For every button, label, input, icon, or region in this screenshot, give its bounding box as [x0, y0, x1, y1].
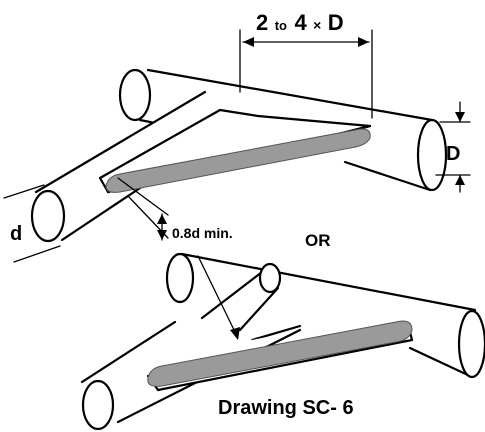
dimension-d: [3, 184, 61, 263]
weld-bead-top: [105, 128, 371, 193]
caption: Drawing SC- 6: [218, 397, 354, 419]
dimension-top-label: 2 to 4 × D: [256, 10, 344, 35]
branch-tube-bottom-upper: [200, 262, 290, 350]
dimension-2-to-4D: [239, 29, 373, 119]
label-weld-min: 0.8d min.: [172, 225, 233, 241]
label-or: OR: [305, 231, 331, 250]
dimension-D: [435, 101, 471, 193]
weld-bead-bottom: [147, 320, 413, 387]
top-assembly: 2 to 4 × D D d 0.8d: [3, 10, 471, 263]
label-d: d: [10, 223, 22, 245]
bottom-assembly: [80, 252, 485, 431]
label-D: D: [446, 143, 460, 165]
leader-line: [197, 255, 240, 340]
dimension-weld-min: [117, 177, 169, 241]
weld-chord-bottom: [250, 324, 302, 342]
